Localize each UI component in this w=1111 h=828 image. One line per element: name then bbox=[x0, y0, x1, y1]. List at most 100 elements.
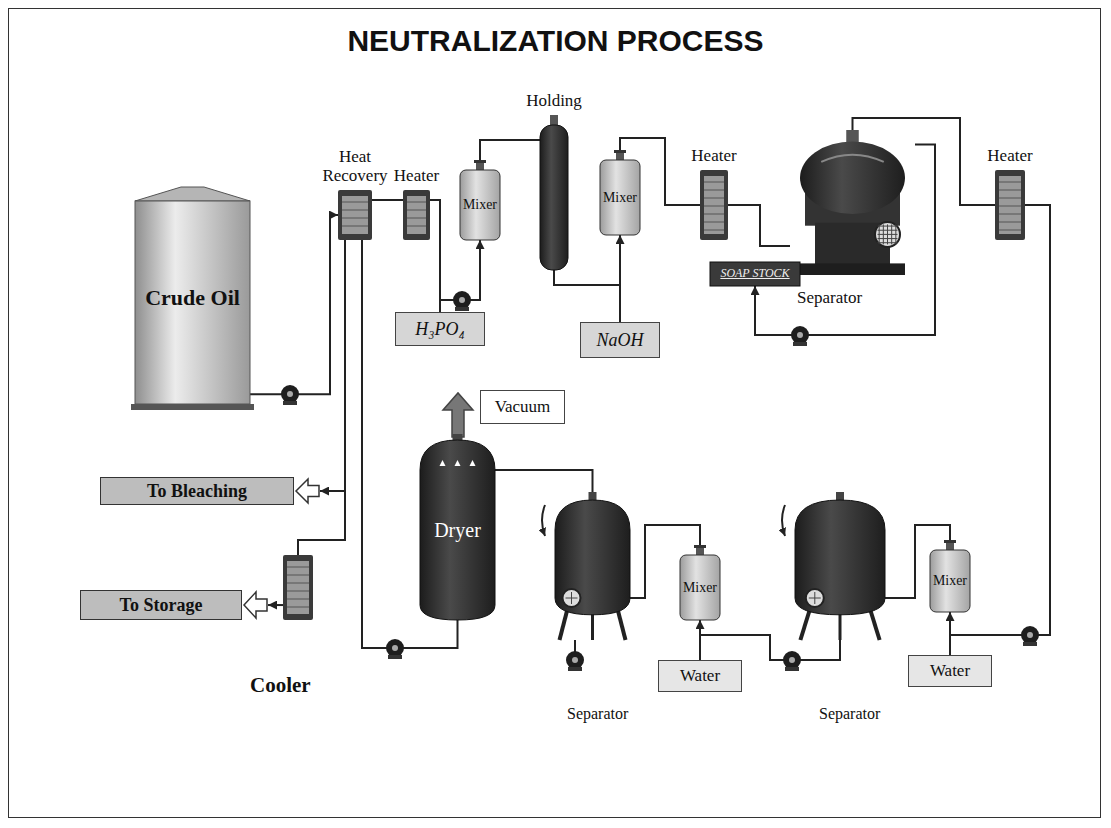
shape-part bbox=[440, 460, 446, 466]
shape-part bbox=[342, 202, 368, 203]
equipment-shape bbox=[283, 555, 313, 620]
pipe-connector bbox=[700, 620, 840, 660]
equipment-label-box: Separator bbox=[817, 705, 882, 723]
label-holder: Mixer bbox=[598, 160, 642, 235]
node-label: To Bleaching bbox=[147, 481, 247, 502]
equipment-shape bbox=[555, 500, 630, 640]
shape-part bbox=[999, 198, 1021, 199]
label-holder: To Bleaching bbox=[100, 477, 294, 505]
shape-part bbox=[999, 190, 1021, 191]
equipment-label: Separator bbox=[819, 705, 880, 722]
mixer-vessel: Mixer bbox=[458, 160, 502, 240]
output-arrow: To Bleaching bbox=[100, 477, 320, 505]
pump bbox=[453, 291, 471, 311]
equipment-shape bbox=[700, 170, 728, 240]
flow-arrow bbox=[542, 505, 545, 536]
node-label: Mixer bbox=[933, 573, 967, 589]
centrifugal-separator: Separator bbox=[790, 130, 915, 275]
output-arrow: To Storage bbox=[80, 590, 268, 620]
shape-part bbox=[420, 440, 495, 620]
output-box: SOAP STOCK bbox=[710, 262, 800, 286]
shape-part bbox=[800, 142, 905, 215]
label-holder: Dryer bbox=[420, 440, 495, 620]
node-label: SOAP STOCK bbox=[720, 267, 789, 281]
equipment-label: Cooler bbox=[250, 673, 311, 697]
shape-part bbox=[455, 460, 461, 466]
shape-part bbox=[396, 313, 485, 346]
shape-part bbox=[287, 591, 309, 592]
shape-part bbox=[131, 404, 254, 410]
pump bbox=[566, 651, 584, 671]
shape-part bbox=[999, 182, 1021, 183]
equipment-label: Separator bbox=[797, 288, 862, 307]
outlet-pipe bbox=[574, 640, 576, 652]
heat-exchanger: Heater bbox=[403, 190, 430, 240]
shape-part bbox=[460, 170, 500, 240]
input-box: NaOH bbox=[580, 322, 660, 358]
label-holder: Mixer bbox=[678, 555, 722, 620]
node-label: Mixer bbox=[683, 580, 717, 596]
shape-part bbox=[800, 263, 905, 275]
shape-part bbox=[101, 478, 294, 505]
separator-vessel: Separator bbox=[555, 500, 630, 640]
shape-part bbox=[287, 599, 309, 600]
shape-part bbox=[407, 226, 426, 227]
shape-part bbox=[135, 187, 250, 201]
shape-part bbox=[995, 170, 1025, 240]
shape-part bbox=[680, 555, 720, 620]
separator-vessel: Separator bbox=[795, 500, 885, 640]
pipe-connector bbox=[728, 205, 790, 246]
pipe-connector bbox=[480, 140, 540, 160]
shape-part bbox=[81, 591, 242, 620]
node-label: Water bbox=[930, 661, 970, 681]
label-holder: Crude Oil bbox=[135, 185, 250, 410]
shape-part bbox=[342, 218, 368, 219]
shape-part bbox=[891, 224, 892, 244]
pump-symbols bbox=[281, 291, 1039, 671]
shape-part bbox=[878, 234, 898, 235]
shape-part bbox=[614, 150, 626, 153]
pump bbox=[386, 639, 404, 659]
holding-tank: Holding bbox=[540, 115, 568, 270]
shape-part bbox=[895, 224, 896, 244]
node-label: Mixer bbox=[603, 190, 637, 206]
shape-part bbox=[704, 214, 724, 215]
shape-part bbox=[600, 160, 640, 235]
equipment-label-box: Heat Recovery bbox=[320, 147, 389, 186]
equipment-label: Separator bbox=[567, 705, 628, 722]
label-holder: Mixer bbox=[458, 170, 502, 240]
shape-part bbox=[821, 155, 884, 162]
equipment-label: Heat Recovery bbox=[322, 147, 387, 186]
storage-tank: Crude Oil bbox=[135, 185, 250, 410]
input-box: H₃PO₄ bbox=[395, 312, 485, 346]
label-holder: Water bbox=[908, 655, 992, 687]
shape-part bbox=[700, 170, 728, 240]
shape-part bbox=[944, 540, 956, 543]
pipe-connector bbox=[619, 235, 621, 322]
shape-part bbox=[287, 567, 309, 568]
shape-part bbox=[839, 612, 842, 640]
shape-part bbox=[591, 612, 594, 640]
pipe-connector bbox=[949, 612, 951, 655]
shape-part bbox=[814, 592, 815, 604]
shape-part bbox=[407, 218, 426, 219]
shape-part bbox=[795, 500, 885, 615]
node-label: To Storage bbox=[120, 595, 203, 616]
equipment-label: Heater bbox=[394, 166, 439, 185]
shape-part bbox=[704, 182, 724, 183]
shape-part bbox=[878, 238, 898, 239]
label-holder: H₃PO₄ bbox=[395, 312, 485, 346]
shape-part bbox=[470, 460, 476, 466]
shape-part bbox=[704, 206, 724, 207]
shape-part bbox=[999, 222, 1021, 223]
shape-part bbox=[710, 262, 800, 286]
pipe-connector bbox=[699, 620, 701, 660]
label-holder: NaOH bbox=[580, 322, 660, 358]
flow-arrow bbox=[782, 505, 785, 536]
shape-part bbox=[806, 589, 824, 607]
shape-part bbox=[704, 190, 724, 191]
equipment-shape bbox=[995, 170, 1025, 240]
shape-part bbox=[846, 130, 859, 142]
